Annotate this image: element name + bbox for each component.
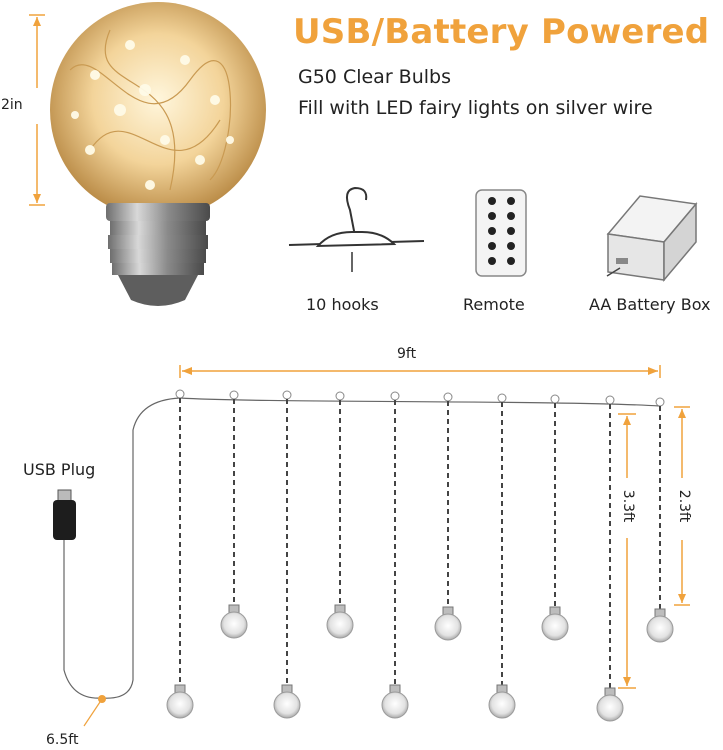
bulb-height-label: 2in	[1, 97, 23, 113]
hook-clip	[390, 391, 400, 401]
subtitle-description: Fill with LED fairy lights on silver wir…	[298, 97, 653, 119]
g50-bulb-image	[50, 2, 266, 306]
hook-clip	[655, 397, 665, 407]
usb-plug-label: USB Plug	[23, 460, 96, 479]
short-strand-dimension	[674, 406, 690, 606]
mini-bulb	[434, 613, 462, 641]
long-strand-label: 3.3ft	[620, 489, 637, 523]
light-strands	[166, 389, 674, 722]
usb-plug-icon	[53, 489, 76, 540]
mini-bulb	[220, 611, 248, 639]
mini-bulb	[541, 613, 569, 641]
hook-clip	[229, 390, 239, 400]
mini-bulb	[488, 691, 516, 719]
main-wire	[63, 397, 661, 699]
hooks-label: 10 hooks	[306, 295, 379, 314]
hook-clip	[335, 391, 345, 401]
hook-clip	[497, 393, 507, 403]
mini-bulb	[381, 691, 409, 719]
hook-clip	[443, 392, 453, 402]
mini-bulb	[326, 611, 354, 639]
bulb-height-dimension	[29, 14, 45, 206]
remote-control-icon	[475, 189, 527, 277]
mini-bulb	[166, 691, 194, 719]
page-title: USB/Battery Powered	[293, 12, 710, 52]
hanger-hook-icon	[288, 186, 425, 272]
width-dimension	[179, 365, 661, 378]
mini-bulb	[596, 694, 624, 722]
mini-bulb	[646, 615, 674, 643]
remote-label: Remote	[463, 295, 525, 314]
mini-bulb	[273, 691, 301, 719]
short-strand-label: 2.3ft	[676, 489, 693, 523]
battery-box-icon	[606, 195, 698, 283]
subtitle-bulb-type: G50 Clear Bulbs	[298, 66, 451, 88]
battery-box-label: AA Battery Box	[589, 295, 711, 314]
hook-clip	[605, 395, 615, 405]
hook-clip	[282, 390, 292, 400]
lead-length-label: 6.5ft	[46, 732, 79, 748]
width-label: 9ft	[397, 346, 417, 362]
long-strand-dimension	[618, 413, 636, 689]
hook-clip	[550, 394, 560, 404]
hook-clip	[175, 389, 185, 399]
